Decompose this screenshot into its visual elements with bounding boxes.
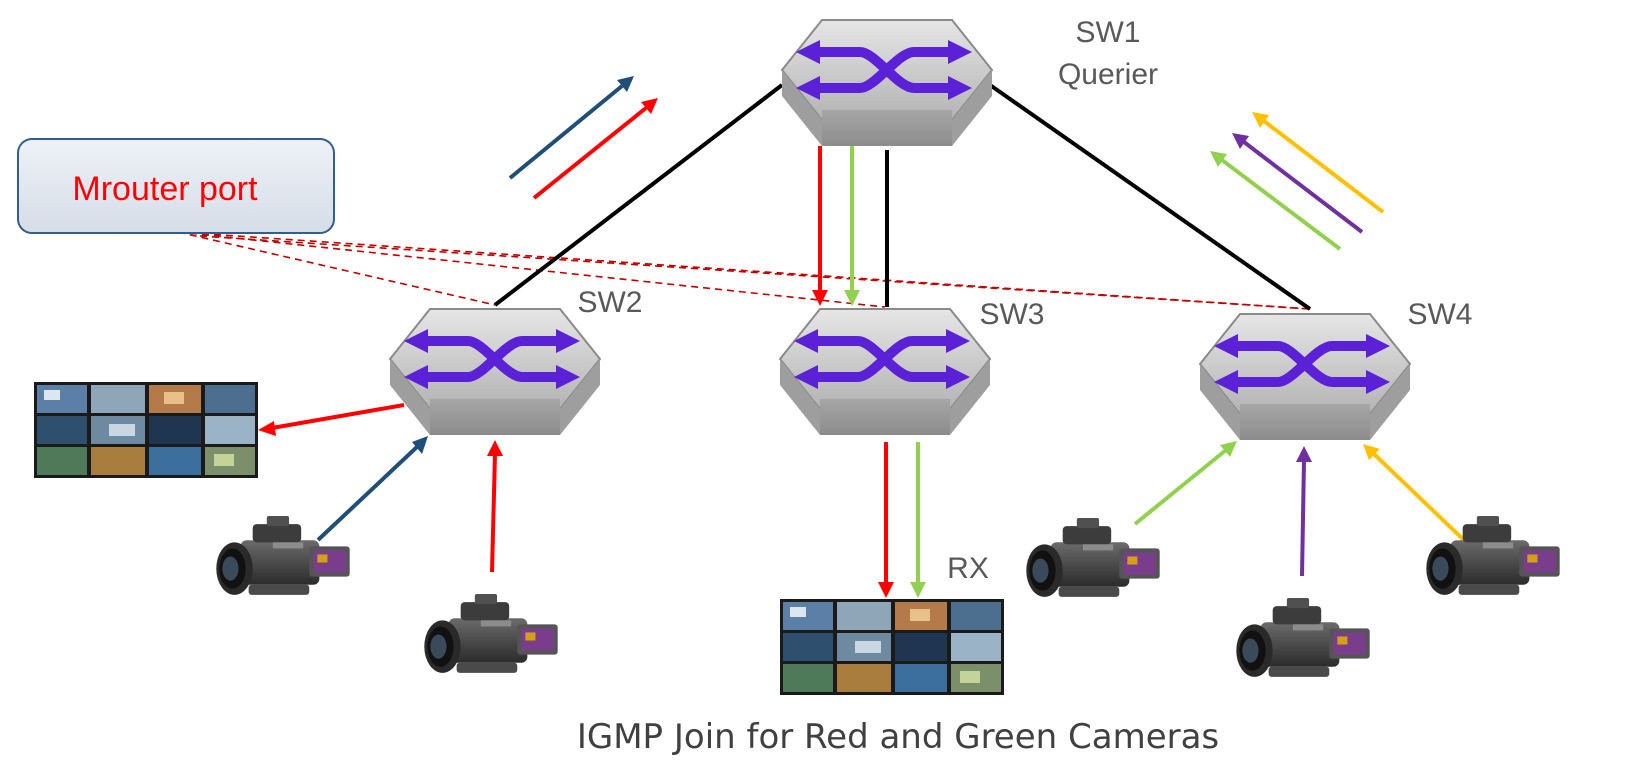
upstream-flow-arrows-left (508, 76, 658, 200)
link-sw1-sw4 (988, 83, 1312, 311)
mrouter-callout-text: Mrouter port (72, 170, 258, 208)
link-sw1-sw2 (493, 83, 784, 307)
mrouter-line-sw2 (177, 231, 496, 306)
camera-purple (1236, 598, 1370, 677)
sw1-role-label: Querier (1058, 58, 1158, 91)
video-camera-icon (1236, 598, 1370, 677)
video-camera-icon (424, 594, 558, 673)
sw3-label: SW3 (979, 298, 1044, 331)
switch-sw1 (782, 20, 992, 146)
diagram-caption: IGMP Join for Red and Green Cameras (577, 717, 1219, 757)
video-wall-rx (780, 599, 1004, 695)
video-wall-icon (34, 382, 258, 478)
video-camera-icon (1426, 516, 1560, 595)
switch-icon (780, 309, 990, 435)
switch-icon (390, 309, 600, 435)
video-wall-left (34, 382, 258, 478)
upstream-flow-arrows-right (1210, 112, 1385, 251)
camera-orange (1426, 516, 1560, 595)
mrouter-line-sw4 (177, 231, 1311, 310)
sw3-rx-flows (878, 442, 926, 598)
switch-sw4 (1200, 314, 1410, 440)
mrouter-dashed-lines (177, 231, 1311, 310)
sw1-sw3-flows (812, 146, 860, 306)
switch-sw2 (390, 309, 600, 435)
camera-sw4-flows (1133, 441, 1470, 577)
mrouter-line-sw3 (177, 231, 886, 308)
camera-sw2-flows (316, 436, 503, 573)
sw2-wall-flow (258, 403, 405, 436)
mrouter-callout: Mrouter port (17, 138, 335, 234)
sw2-label: SW2 (577, 286, 642, 319)
video-camera-icon (1026, 518, 1160, 597)
switch-sw3 (780, 309, 990, 435)
switch-icon (782, 20, 992, 146)
switch-icon (1200, 314, 1410, 440)
sw1-label: SW1 (1075, 16, 1140, 49)
network-links (493, 83, 1312, 311)
sw4-label: SW4 (1407, 298, 1472, 331)
video-wall-icon (780, 599, 1004, 695)
camera-green (1026, 518, 1160, 597)
rx-label: RX (947, 552, 989, 585)
mrouter-line-sw4-b (199, 235, 1311, 310)
camera-red (424, 594, 558, 673)
